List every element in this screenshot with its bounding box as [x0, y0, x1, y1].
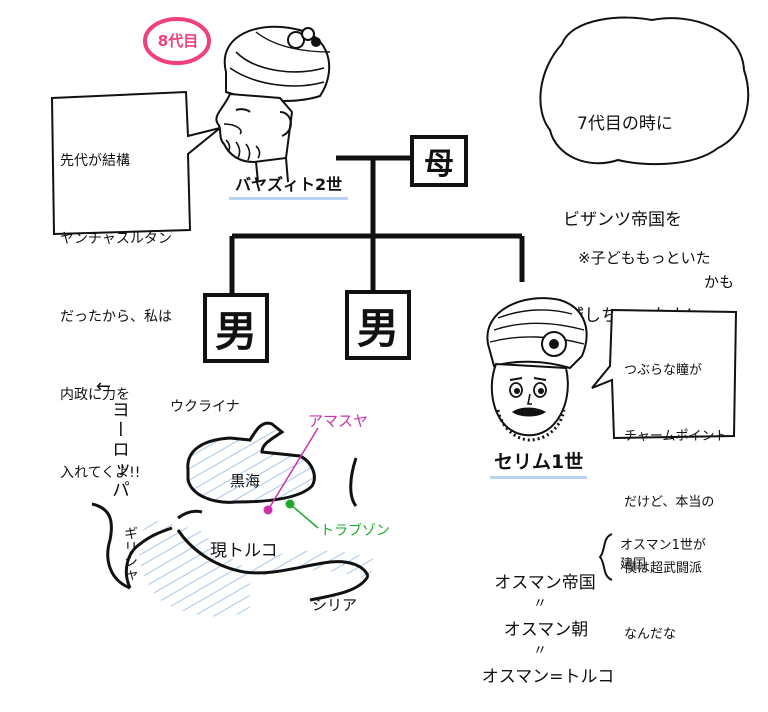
founder-note: オスマン1世が 建国: [620, 538, 706, 572]
bayezid-speech-bubble: [50, 90, 221, 236]
europe-arrow: ←: [96, 376, 112, 397]
children-note: ※子どももっといた かも: [578, 246, 734, 294]
bayezid-bubble-line: ヤンチャスルタン: [60, 231, 172, 247]
selim-portrait: [486, 297, 588, 442]
bayezid-name: バヤズィト2世: [229, 171, 349, 200]
founder-brace: [598, 533, 613, 581]
cloud-bubble-line: ビザンツ帝国を: [563, 210, 682, 230]
selim-bubble-line: つぶらな瞳が: [624, 363, 703, 378]
map-label-amasya: アマスヤ: [308, 412, 369, 430]
selim-speech-bubble: [591, 308, 738, 440]
bayezid-bubble-line: だったから、私は: [60, 309, 172, 325]
equals-mark: 〃: [533, 643, 547, 659]
map-label-turkey: 現トルコ: [210, 541, 278, 561]
selim-bubble-line: なんだな: [624, 627, 677, 642]
selim-bubble-text: つぶらな瞳が チャームポイント だけど、本当の 僕は超武闘派 なんだな: [624, 316, 727, 668]
generation-badge-circle: [143, 17, 211, 65]
bayezid-bubble-line: 内政に力を: [60, 387, 130, 403]
selim-bubble-line: 僕は超武闘派: [624, 561, 703, 576]
ottoman-names: オスマン帝国 〃 オスマン朝 〃 オスマン=トルコ: [470, 568, 630, 687]
son-box-1: 男: [203, 293, 269, 363]
mother-box: 母: [410, 135, 468, 187]
son-label-2: 男: [356, 303, 399, 353]
generation-badge: 8代目: [157, 32, 199, 50]
map-label-trabzon: トラブゾン: [320, 523, 390, 539]
equals-mark: 〃: [533, 596, 547, 612]
cloud-bubble: [539, 16, 750, 166]
son-label-1: 男: [214, 306, 257, 356]
black-sea-shape: [186, 421, 316, 504]
bayezid-bubble-text: 先代が結構 ヤンチャスルタン だったから、私は 内政に力を 入れてくよ!!: [60, 96, 172, 512]
bayezid-portrait: [215, 25, 331, 183]
map-label-syria: シリア: [312, 596, 358, 614]
map-label-black-sea: 黒海: [230, 472, 261, 490]
son-box-2: 男: [345, 290, 411, 360]
bayezid-bubble-line: 先代が結構: [60, 153, 130, 169]
map-label-ukraine: ウクライナ: [170, 399, 240, 415]
ottoman-name-dynasty: オスマン朝: [503, 620, 589, 640]
aegean-sea-shape: [139, 520, 250, 617]
children-note-line: かも: [704, 273, 735, 291]
ottoman-name-empire: オスマン帝国: [494, 573, 596, 593]
selim-name: セリム1世: [490, 447, 588, 479]
map-label-greece: ギリシャ: [122, 526, 138, 582]
children-note-line: ※子どももっといた: [578, 249, 711, 267]
selim-bubble-line: チャームポイント: [624, 429, 728, 444]
bayezid-bubble-line: 入れてくよ!!: [60, 465, 141, 481]
mother-label: 母: [424, 147, 454, 182]
map-label-europe: ヨーロッパ: [109, 400, 130, 500]
ottoman-name-turk: オスマン=トルコ: [481, 667, 615, 687]
selim-bubble-line: だけど、本当の: [624, 495, 715, 510]
cloud-bubble-line: 7代目の時に: [577, 114, 673, 134]
